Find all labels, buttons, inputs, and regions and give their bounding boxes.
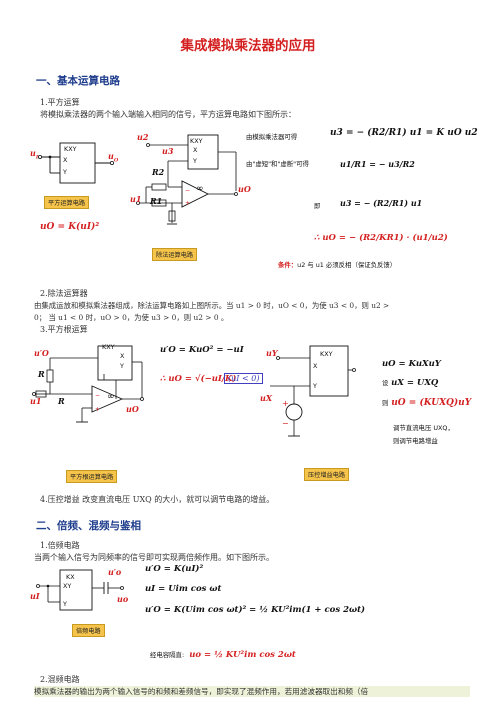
division-label-r1: R1 bbox=[150, 196, 163, 206]
division-box-label-x: X bbox=[193, 146, 198, 154]
svg-text:−: − bbox=[282, 419, 289, 428]
division-label-u2: u2 bbox=[137, 132, 149, 142]
subsection-label-sqrt: 3.平方根运算 bbox=[40, 325, 88, 334]
section-heading-freq: 二、倍频、混频与鉴相 bbox=[36, 520, 141, 532]
subsection-label-doubler: 1.倍频电路 bbox=[40, 541, 80, 550]
doubler-label-ui: uI bbox=[30, 591, 40, 601]
gain-box-label-kxy: KXY bbox=[320, 350, 333, 358]
sqrt-label-uo: uO bbox=[126, 404, 139, 414]
gain-label-ux: uX bbox=[260, 393, 273, 403]
div-eq3: u3 = − (R2/R1) u1 bbox=[340, 198, 423, 208]
gain-circuit-caption: 压控增益电路 bbox=[304, 468, 350, 481]
paragraph-doubler: 当两个输入信号为同频率的信号即可实现两倍频作用。如下图所示。 bbox=[34, 553, 274, 562]
subsection-label-mixer: 2.混频电路 bbox=[40, 675, 80, 684]
sqrt-label-r-top: R bbox=[38, 369, 45, 379]
doubler-label-uo-prime: u′o bbox=[108, 567, 122, 577]
gain-circuit-diagram: + − bbox=[270, 345, 356, 437]
sqrt-circuit-diagram: − + bbox=[32, 345, 144, 423]
gain-eq2-row: 设 uX = UXQ bbox=[382, 378, 439, 388]
svg-text:+: + bbox=[185, 200, 190, 207]
paragraph-division-1: 由集成运放和模拟乘法器组成，除法运算电路如上图所示。当 u1 > 0 时，uO … bbox=[34, 301, 390, 310]
doubler-box-label-xy: XY bbox=[63, 582, 72, 590]
div-eq4: ∴ uO = − (R2/KR1) · (u1/u2) bbox=[314, 233, 448, 243]
division-box-label-kxy: KXY bbox=[190, 137, 203, 145]
section-heading-basic-ops: 一、基本运算电路 bbox=[36, 75, 120, 87]
doubler-eq1: u′O = K(uI)² bbox=[145, 564, 204, 574]
square-output-label: uO bbox=[108, 151, 119, 164]
gain-eq1: uO = KuXuY bbox=[382, 359, 441, 369]
doubler-circuit-diagram bbox=[36, 569, 124, 611]
svg-text:+: + bbox=[95, 406, 100, 413]
sqrt-box-label-kxy: KXY bbox=[102, 343, 115, 351]
div-eq2: u1/R1 = − u3/R2 bbox=[340, 159, 415, 169]
svg-text:−: − bbox=[185, 187, 190, 194]
sqrt-eq2: ∴ uO = √(−uI/K) bbox=[160, 374, 237, 384]
square-box-label-kxy: KXY bbox=[64, 145, 77, 153]
gain-note-2: 则调节电路增益 bbox=[393, 437, 438, 445]
doubler-box-label-kx: KX bbox=[66, 573, 75, 581]
paragraph-gain: 4.压控增益 改变直流电压 UXQ 的大小，就可以调节电路的增益。 bbox=[40, 495, 275, 504]
svg-text:−: − bbox=[95, 392, 100, 399]
division-label-uo: uO bbox=[238, 184, 251, 194]
gain-box-label-y: Y bbox=[313, 382, 317, 390]
gain-box-label-x: X bbox=[313, 362, 318, 370]
doubler-box-label-y: Y bbox=[63, 600, 67, 608]
sqrt-label-u1: u1 bbox=[30, 396, 42, 406]
div-condition: 条件：u2 与 u1 必须反相（保证负反馈） bbox=[278, 261, 397, 269]
sqrt-opamp-infinity: ∞ bbox=[107, 392, 115, 402]
division-circuit-caption: 除法运算电路 bbox=[152, 248, 198, 261]
doubler-circuit-caption: 倍频电路 bbox=[72, 624, 105, 637]
square-formula: uO = K(uI)² bbox=[40, 222, 100, 232]
doubler-eq4-row: 经电容隔直: uo = ½ KU²im cos 2ωt bbox=[150, 650, 296, 660]
square-circuit-diagram bbox=[37, 142, 115, 184]
doubler-label-uo: uo bbox=[117, 594, 129, 604]
division-box-label-y: Y bbox=[193, 157, 197, 165]
paragraph-square: 将模拟乘法器的两个输入端输入相同的信号，平方运算电路如下图所示： bbox=[40, 110, 296, 119]
paragraph-mixer: 模拟乘法器的输出为两个输入信号的和频和差频信号，即实现了混频作用，若用滤波器取出… bbox=[34, 686, 470, 697]
doubler-eq2: uI = Uim cos ωt bbox=[145, 584, 222, 594]
div-eq2-note: 由"虚短"和"虚断"可得 bbox=[246, 160, 309, 168]
square-box-label-x: X bbox=[63, 156, 68, 164]
paragraph-division-2: 0； 当 u1 < 0 时，uO > 0，为使 u3 > 0，则 u2 > 0 … bbox=[34, 313, 229, 322]
doubler-eq3: u′O = K(Uim cos ωt)² = ½ KU²im(1 + cos 2… bbox=[145, 605, 366, 615]
div-eq3-note: 即 bbox=[314, 202, 321, 210]
subsection-label-division: 2.除法运算器 bbox=[40, 289, 88, 298]
gain-note-1: 调节直流电压 UXQ， bbox=[393, 424, 454, 432]
div-eq1-note: 由模拟乘法器可得 bbox=[246, 133, 298, 141]
sqrt-eq2-condition: (uI < 0) bbox=[224, 373, 264, 384]
gain-eq3-row: 则 uO = (KUXQ)uY bbox=[382, 398, 472, 408]
sqrt-label-r-bottom: R bbox=[58, 396, 65, 406]
square-box-label-y: Y bbox=[63, 168, 67, 176]
sqrt-box-label-x: X bbox=[120, 352, 125, 360]
svg-text:+: + bbox=[282, 399, 289, 408]
division-label-r2: R2 bbox=[152, 167, 165, 177]
square-circuit-caption: 平方运算电路 bbox=[44, 196, 90, 209]
gain-label-uy: uY bbox=[266, 348, 278, 358]
division-label-u1: u1 bbox=[130, 194, 142, 204]
sqrt-circuit-caption: 平方根运算电路 bbox=[66, 470, 118, 483]
division-opamp-infinity: ∞ bbox=[196, 184, 204, 194]
page-title: 集成模拟乘法器的应用 bbox=[180, 38, 316, 54]
sqrt-box-label-y: Y bbox=[120, 362, 124, 370]
div-eq1: u3 = − (R2/R1) u1 = K uO u2 bbox=[330, 128, 478, 138]
sqrt-label-uo-prime: u′O bbox=[34, 348, 49, 358]
division-circuit-diagram: − + bbox=[136, 134, 238, 225]
sqrt-eq1: u′O = KuO² = −uI bbox=[160, 345, 244, 355]
square-input-label: uI bbox=[30, 148, 39, 161]
division-label-u3: u3 bbox=[162, 146, 174, 156]
subsection-label-square: 1.平方运算 bbox=[40, 98, 80, 107]
